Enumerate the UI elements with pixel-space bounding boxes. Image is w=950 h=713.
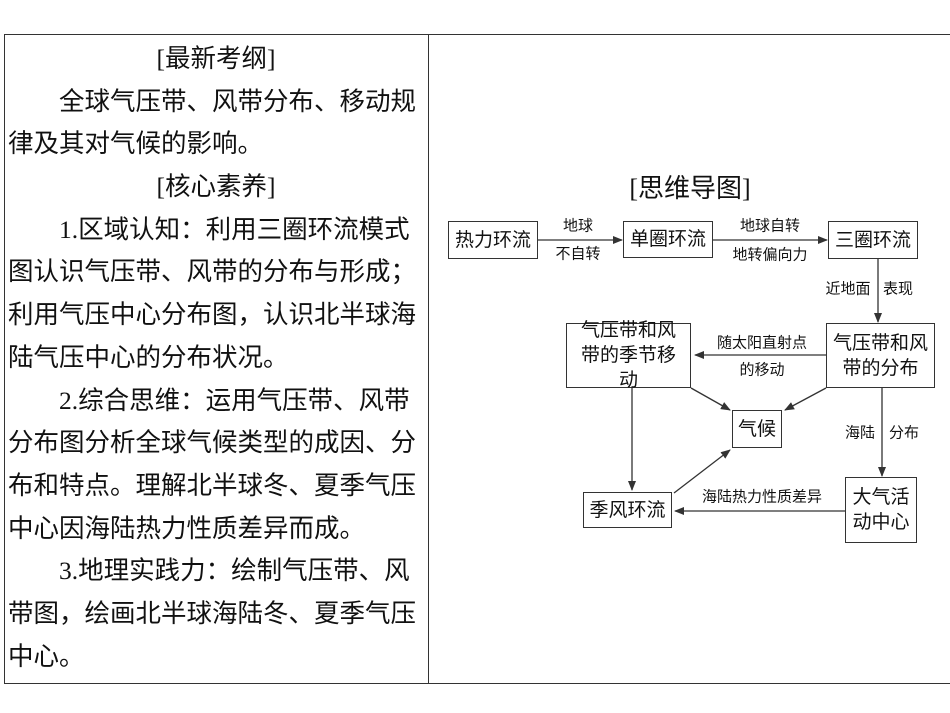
literacy-text: 分布图分析全球气候类型的成因、分 [8,428,417,458]
literacy-text: 陆气压中心的分布状况。 [8,342,289,372]
label: 分布 [888,425,920,442]
label: 不自转 [555,246,601,263]
node-action-centers: 大气活动中心 [845,477,917,543]
outline-text: 全球气压带、风带分布、移动规 [59,86,417,116]
content-table [4,34,950,684]
arrow-monsoon-climate [673,449,731,494]
literacy-text: 2.综合思维：运用气压带、风带 [59,385,410,415]
arrow-seasonal-climate [690,387,731,411]
label: 表现 [882,281,914,298]
literacy-text: 利用气压中心分布图，认识北半球海 [8,300,417,330]
label: 的移动 [739,362,785,379]
node-three-cell: 三圈环流 [828,221,918,259]
node-seasonal-shift: 气压带和风带的季节移动 [566,320,691,391]
literacy-text: 图认识气压带、风带的分布与形成； [8,257,417,287]
label: 海陆 [844,425,876,442]
label: 随太阳直射点 [716,335,808,352]
column-divider [428,34,429,684]
node-monsoon: 季风环流 [583,492,672,528]
node-distribution: 气压带和风带的分布 [826,323,935,388]
label: 海陆热力性质差异 [701,489,823,506]
label: 地球自转 [739,218,801,235]
literacy-text: 布和特点。理解北半球冬、夏季气压 [8,470,417,500]
mindmap-title: [思维导图] [629,174,751,203]
node-thermal-circulation: 热力环流 [448,221,538,259]
literacy-text: 1.区域认知：利用三圈环流模式 [59,214,410,244]
literacy-text: 带图，绘画北半球海陆冬、夏季气压 [8,598,417,628]
label: 地转偏向力 [732,247,808,264]
node-climate: 气候 [732,410,782,448]
heading-outline: [最新考纲] [156,44,276,73]
literacy-text: 中心因海陆热力性质差异而成。 [8,513,366,543]
node-single-cell: 单圈环流 [623,221,713,258]
label: 近地面 [825,281,871,298]
outline-text: 律及其对气候的影响。 [8,129,264,159]
heading-literacy: [核心素养] [156,172,276,202]
literacy-text: 3.地理实践力：绘制气压带、风 [59,556,410,586]
arrow-distribution-climate [784,387,827,411]
left-cell: [最新考纲] 全球气压带、风带分布、移动规 律及其对气候的影响。 [核心素养] … [8,38,424,678]
literacy-text: 中心。 [8,641,85,671]
label: 地球 [562,218,594,235]
